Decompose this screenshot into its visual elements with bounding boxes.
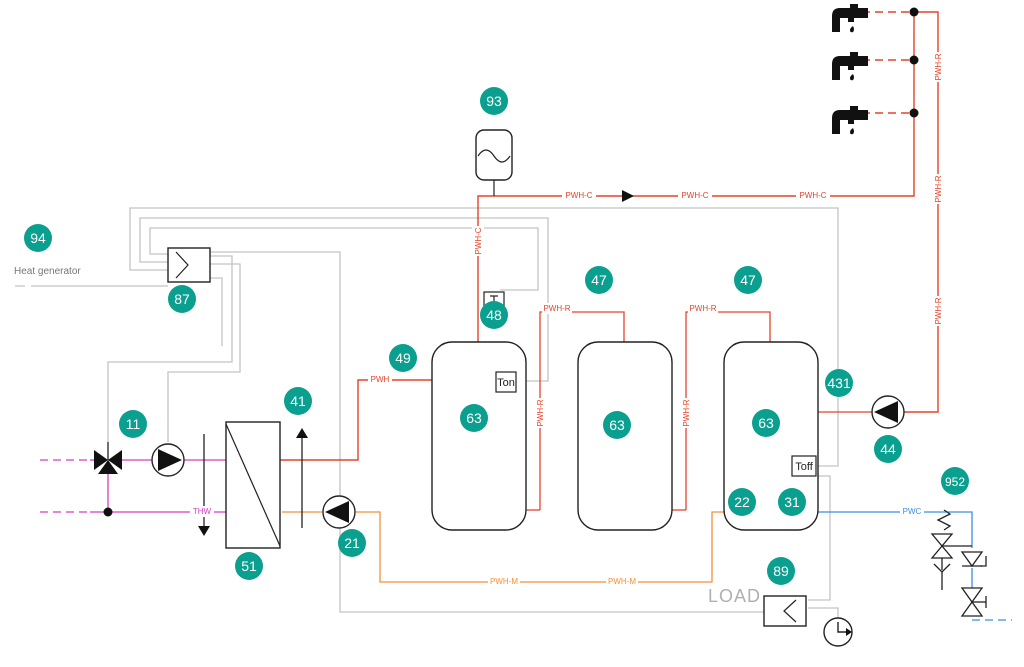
- badge-47: 47: [585, 266, 613, 294]
- heat-generator-label: Heat generator: [14, 266, 81, 277]
- badge-22-text: 22: [734, 494, 750, 510]
- badge-44-text: 44: [880, 441, 896, 457]
- badge-63: 63: [752, 409, 780, 437]
- badge-21: 21: [338, 529, 366, 557]
- pwh-label: PWH: [371, 375, 390, 384]
- badge-63-text: 63: [466, 410, 482, 426]
- pwh-r-label: PWH-R: [934, 53, 943, 80]
- toff-label: Toff: [795, 461, 813, 473]
- badge-41: 41: [284, 387, 312, 415]
- badge-87: 87: [168, 285, 196, 313]
- badge-44: 44: [874, 435, 902, 463]
- badge-49-text: 49: [395, 350, 411, 366]
- pump-icon: [322, 495, 356, 529]
- faucet-icon: [832, 4, 868, 33]
- badge-49: 49: [389, 344, 417, 372]
- badge-89: 89: [767, 557, 795, 585]
- component-badges: 94 87 93 48 47 47 49 63 63 63 41 11 431 …: [24, 87, 969, 585]
- badge-21-text: 21: [344, 535, 360, 551]
- badge-63: 63: [603, 411, 631, 439]
- junction: [909, 55, 919, 65]
- pwh-c-label: PWH-C: [474, 227, 483, 254]
- faucet-icon: [832, 106, 868, 135]
- pwh-c-label: PWH-C: [565, 191, 592, 200]
- thw-label: THW: [193, 507, 212, 516]
- pwh-r-label: PWH-R: [682, 399, 691, 426]
- ton-sensor: Ton: [495, 371, 517, 393]
- pipe-labels: PWH-C PWH-C PWH-C PWH-C PWH-R PWH-R PWH-…: [190, 52, 944, 587]
- junction: [103, 507, 113, 517]
- badge-41-text: 41: [290, 393, 306, 409]
- badge-22: 22: [728, 488, 756, 516]
- pwc-pipe: [818, 511, 1012, 621]
- badge-431-text: 431: [827, 375, 851, 391]
- pwh-c-label: PWH-C: [799, 191, 826, 200]
- badge-63-text: 63: [609, 417, 625, 433]
- junction: [909, 7, 919, 17]
- thw-pipes: [40, 459, 226, 513]
- pump-icon: [871, 395, 905, 429]
- pwh-m-label: PWH-M: [490, 577, 518, 586]
- clock-icon: [823, 617, 853, 647]
- heat-generator-icon: [167, 247, 211, 283]
- badge-952: 952: [941, 467, 969, 495]
- badge-952-text: 952: [945, 475, 965, 489]
- badge-87-text: 87: [174, 291, 190, 307]
- badge-31-text: 31: [784, 494, 800, 510]
- toff-sensor: Toff: [791, 455, 817, 477]
- heat-exchanger-icon: [198, 421, 308, 549]
- badge-94: 94: [24, 224, 52, 252]
- flow-arrow-icon: [622, 190, 634, 202]
- badge-63: 63: [460, 404, 488, 432]
- badge-51: 51: [235, 552, 263, 580]
- badge-431: 431: [825, 369, 853, 397]
- pwc-label: PWC: [903, 507, 922, 516]
- badge-47-text: 47: [591, 272, 607, 288]
- load-label: LOAD: [708, 586, 761, 606]
- faucet-icon: [832, 52, 868, 81]
- badge-47-text: 47: [740, 272, 756, 288]
- badge-11-text: 11: [126, 416, 141, 432]
- badge-89-text: 89: [773, 563, 789, 579]
- badge-48-text: 48: [486, 307, 502, 323]
- expansion-vessel-icon: [475, 129, 513, 196]
- pwh-r-label: PWH-R: [689, 304, 716, 313]
- badge-31: 31: [778, 488, 806, 516]
- pwh-r-label: PWH-R: [543, 304, 570, 313]
- badge-93: 93: [480, 87, 508, 115]
- safety-valve-icon: [930, 509, 972, 590]
- pwh-m-label: PWH-M: [608, 577, 636, 586]
- check-valve-icon: [960, 551, 987, 617]
- badge-63-text: 63: [758, 415, 774, 431]
- control-lines: [15, 207, 839, 622]
- three-way-valve-icon: [94, 442, 122, 474]
- badge-47: 47: [734, 266, 762, 294]
- badge-93-text: 93: [486, 93, 502, 109]
- load-icon: [763, 595, 807, 627]
- storage-tank-1: [431, 341, 527, 531]
- pwh-pipe: [280, 379, 432, 461]
- pwh-c-pipe: [477, 11, 939, 413]
- pwh-c-label: PWH-C: [681, 191, 708, 200]
- pwh-r-label: PWH-R: [934, 175, 943, 202]
- badge-51-text: 51: [241, 558, 257, 574]
- badge-11: 11: [119, 410, 147, 438]
- pwh-r-label: PWH-R: [536, 399, 545, 426]
- badge-94-text: 94: [30, 230, 46, 246]
- ton-label: Ton: [497, 377, 515, 389]
- junction: [909, 108, 919, 118]
- badge-48: 48: [480, 301, 508, 329]
- pump-icon: [151, 443, 185, 477]
- pwh-r-label: PWH-R: [934, 297, 943, 324]
